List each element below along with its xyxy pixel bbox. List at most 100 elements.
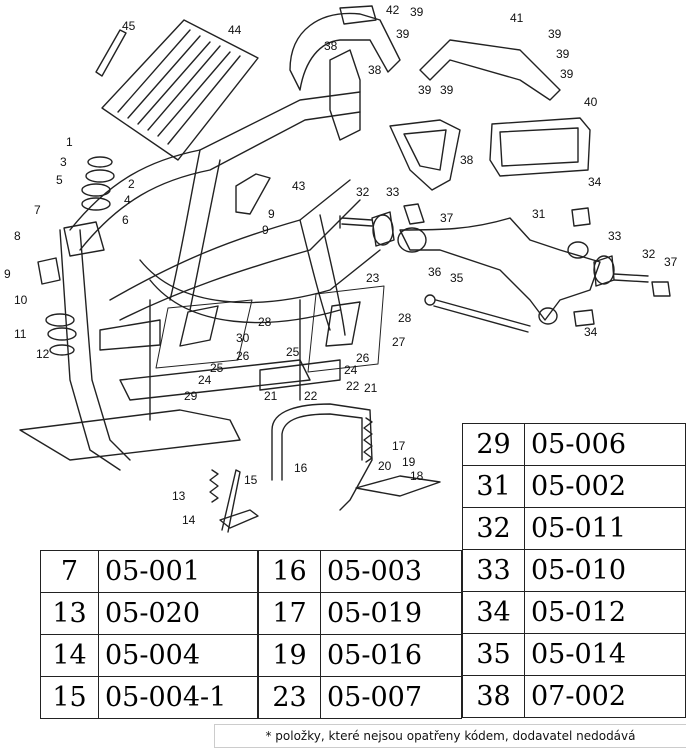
callout-34: 34 xyxy=(584,325,598,339)
part-number-cell: 31 xyxy=(462,465,525,508)
part-code-cell: 05-014 xyxy=(524,633,686,676)
callout-38: 38 xyxy=(368,63,382,77)
callout-14: 14 xyxy=(182,513,196,527)
part-44-grid-pad xyxy=(101,19,259,161)
part-41-bracket xyxy=(419,39,561,101)
part-code-cell: 05-002 xyxy=(524,465,686,508)
callout-9: 9 xyxy=(262,223,269,237)
part-number-cell: 19 xyxy=(258,634,321,677)
part-code-cell: 05-011 xyxy=(524,507,686,550)
callout-7: 7 xyxy=(34,203,41,217)
callout-42: 42 xyxy=(386,3,400,17)
callout-4: 4 xyxy=(124,193,131,207)
part-40-storage-box xyxy=(489,117,591,177)
callout-26: 26 xyxy=(356,351,370,365)
part-code-cell: 05-016 xyxy=(320,634,462,677)
callout-15: 15 xyxy=(244,473,258,487)
part-number-cell: 35 xyxy=(462,633,525,676)
part-code-cell: 05-012 xyxy=(524,591,686,634)
callout-39: 39 xyxy=(440,83,454,97)
callout-19: 19 xyxy=(402,455,416,469)
callout-39: 39 xyxy=(410,5,424,19)
part-number-cell: 15 xyxy=(40,676,99,719)
callout-33: 33 xyxy=(608,229,622,243)
callout-34: 34 xyxy=(588,175,602,189)
callout-16: 16 xyxy=(294,461,308,475)
callout-39: 39 xyxy=(548,27,562,41)
part-code-cell: 05-019 xyxy=(320,592,462,635)
scooter-frame xyxy=(19,49,381,471)
part-38-bracket xyxy=(389,119,461,191)
part-code-cell: 05-004-1 xyxy=(98,676,258,719)
callout-27: 27 xyxy=(392,335,406,349)
callout-22: 22 xyxy=(346,379,360,393)
callout-30: 30 xyxy=(236,331,250,345)
part-code-cell: 05-003 xyxy=(320,550,462,593)
part-31-swing-arm xyxy=(397,217,601,325)
part-28-bracket-right xyxy=(307,285,385,373)
part-34-rubber-mount xyxy=(571,207,595,327)
callout-18: 18 xyxy=(410,469,424,483)
part-code-cell: 05-001 xyxy=(98,550,258,593)
callout-40: 40 xyxy=(584,95,598,109)
part-43-bracket xyxy=(235,173,271,215)
callout-39: 39 xyxy=(556,47,570,61)
part-code-cell: 05-006 xyxy=(524,423,686,466)
part-10-12-lower-bearing xyxy=(45,313,77,356)
callout-37: 37 xyxy=(440,211,454,225)
callout-labels: 1234567899910111213141516171819202121222… xyxy=(4,3,678,527)
part-16-centre-stand xyxy=(271,403,373,511)
part-18-foot-pedal xyxy=(355,475,441,497)
part-number-cell: 38 xyxy=(462,675,525,718)
callout-44: 44 xyxy=(228,23,242,37)
callout-1: 1 xyxy=(66,135,73,149)
callout-3: 3 xyxy=(60,155,67,169)
callout-26: 26 xyxy=(236,349,250,363)
part-number-cell: 23 xyxy=(258,676,321,719)
part-number-cell: 34 xyxy=(462,591,525,634)
part-37-collar xyxy=(403,203,671,297)
callout-28: 28 xyxy=(258,315,272,329)
part-number-cell: 16 xyxy=(258,550,321,593)
callout-35: 35 xyxy=(450,271,464,285)
part-45-strap xyxy=(95,29,127,77)
part-number-cell: 7 xyxy=(40,550,99,593)
part-28-bracket-left xyxy=(155,299,253,369)
part-7-head-tube xyxy=(63,221,105,257)
callout-23: 23 xyxy=(366,271,380,285)
callout-22: 22 xyxy=(304,389,318,403)
callout-29: 29 xyxy=(184,389,198,403)
part-number-cell: 32 xyxy=(462,507,525,550)
callout-41: 41 xyxy=(510,11,524,25)
part-1-6-bearing-stack xyxy=(81,156,115,211)
callout-13: 13 xyxy=(172,489,186,503)
part-number-cell: 33 xyxy=(462,549,525,592)
callout-39: 39 xyxy=(560,67,574,81)
callout-33: 33 xyxy=(386,185,400,199)
part-13-spring xyxy=(209,469,219,503)
callout-8: 8 xyxy=(14,229,21,243)
callout-5: 5 xyxy=(56,173,63,187)
callout-6: 6 xyxy=(122,213,129,227)
callout-38: 38 xyxy=(324,39,338,53)
part-17-spring xyxy=(363,417,373,463)
part-35-axle xyxy=(424,294,531,333)
part-32-bolt xyxy=(339,215,649,283)
callout-45: 45 xyxy=(122,19,136,33)
callout-20: 20 xyxy=(378,459,392,473)
callout-25: 25 xyxy=(286,345,300,359)
callout-10: 10 xyxy=(14,293,28,307)
